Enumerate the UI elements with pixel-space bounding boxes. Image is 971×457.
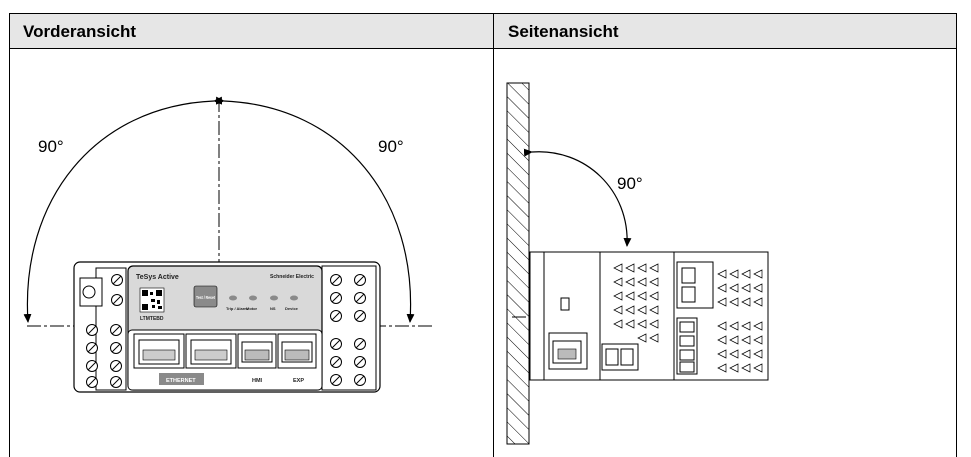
- ethernet-ports: [133, 333, 237, 369]
- angle-label-right: 90°: [378, 137, 404, 156]
- tesys-device-front: TeSys Active Schneider Electric LTMTEBD …: [73, 261, 381, 393]
- vent-triangles-right: [717, 269, 763, 373]
- left-border: [9, 48, 10, 457]
- right-rotation-arc: [215, 96, 415, 323]
- status-leds: [229, 295, 298, 301]
- qr-code: [139, 287, 165, 313]
- side-view-drawing: 90°: [506, 82, 769, 445]
- led-label-device: Device: [285, 306, 299, 311]
- led-label-trip: Trip / Alarm: [226, 306, 248, 311]
- left-rotation-arc: [23, 96, 223, 323]
- left-terminal-screws: [86, 324, 122, 388]
- right-border: [956, 48, 957, 457]
- front-view-drawing: 90° 90°: [23, 96, 432, 393]
- side-angle-label: 90°: [617, 174, 643, 193]
- led-label-motor: Motor: [246, 306, 258, 311]
- hmi-exp-ports: [237, 333, 317, 369]
- side-view-header: Seitenansicht: [508, 22, 619, 41]
- led-label-ns: NS: [270, 306, 276, 311]
- schneider-logo: Schneider Electric: [270, 274, 314, 280]
- port-label-ethernet: ETHERNET: [166, 378, 196, 384]
- table-header-row: Vorderansicht Seitenansicht: [9, 13, 957, 49]
- vent-triangles-left: [613, 263, 659, 343]
- side-rotation-arc: [523, 148, 632, 247]
- mounting-wall: [506, 82, 530, 445]
- right-terminal-screws: [330, 274, 366, 386]
- front-view-header: Vorderansicht: [23, 22, 137, 41]
- angle-label-left: 90°: [38, 137, 64, 156]
- port-label-exp: EXP: [293, 378, 304, 384]
- column-divider: [493, 13, 494, 457]
- test-reset-button: [193, 285, 218, 308]
- tesys-device-side: [529, 251, 769, 381]
- test-reset-label: Test / Reset: [196, 295, 215, 300]
- model-label: LTMTEBD: [140, 316, 164, 322]
- port-label-hmi: HMI: [252, 378, 263, 384]
- brand-label: TeSys Active: [136, 274, 179, 281]
